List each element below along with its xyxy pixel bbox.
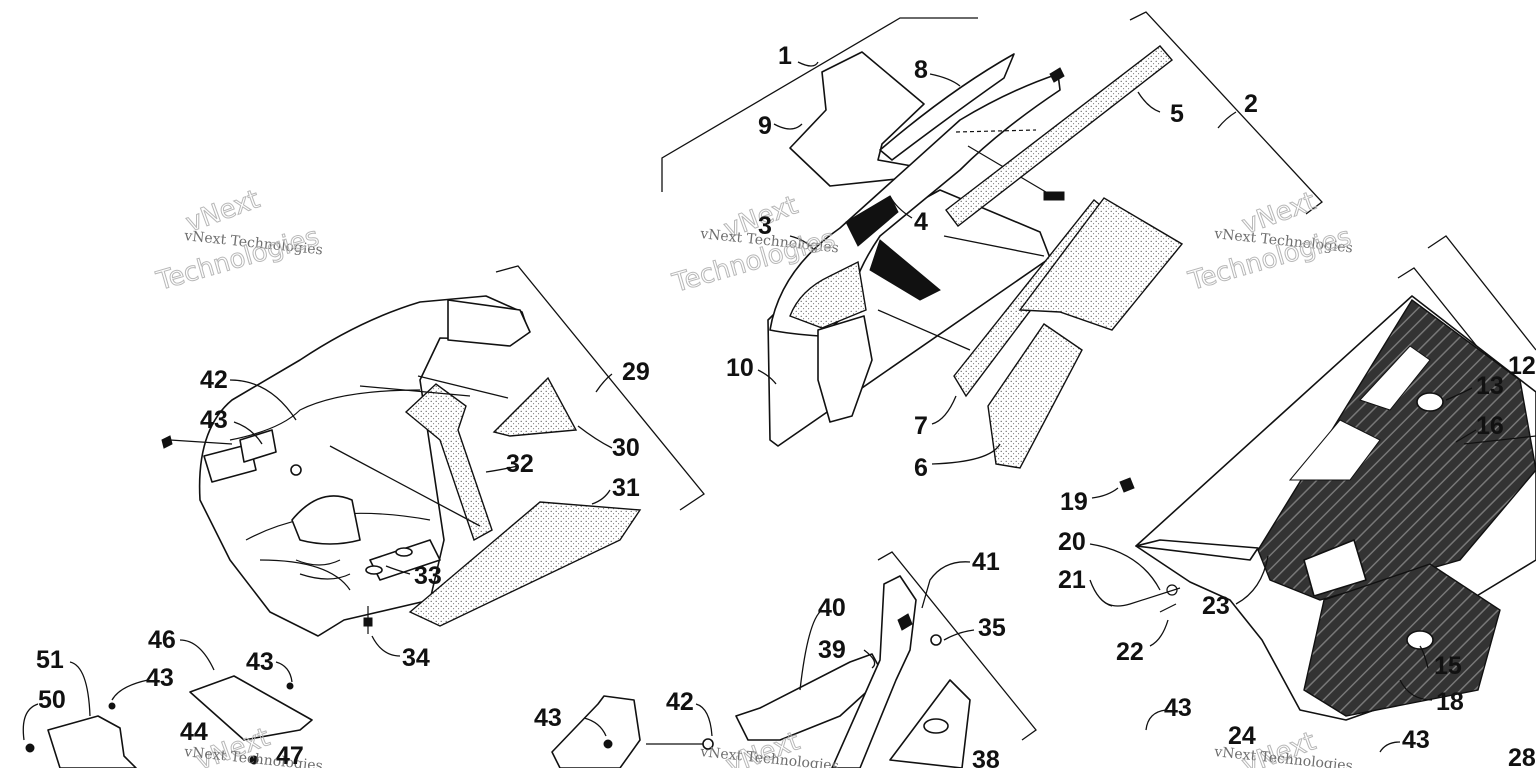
callout-13: 13: [1476, 372, 1504, 400]
hood-assembly: [767, 45, 1184, 469]
callout-8: 8: [914, 56, 928, 84]
callout-32: 32: [506, 450, 534, 478]
callout-1: 1: [778, 42, 792, 70]
callout-46: 46: [148, 626, 176, 654]
side-panel-assembly: [1099, 295, 1536, 721]
callout-24: 24: [1228, 722, 1256, 750]
callout-31: 31: [612, 474, 640, 502]
callout-5: 5: [1170, 100, 1184, 128]
callout-41: 41: [972, 548, 1000, 576]
leader-lines: [22, 61, 1536, 753]
callout-29: 29: [622, 358, 650, 386]
callout-20: 20: [1058, 528, 1086, 556]
callout-23: 23: [1202, 592, 1230, 620]
callout-40: 40: [818, 594, 846, 622]
bracket-lines: [495, 11, 1536, 741]
callout-4: 4: [914, 208, 928, 236]
callout-28-right: 28: [1508, 744, 1536, 768]
callout-9: 9: [758, 112, 772, 140]
callout-6: 6: [914, 454, 928, 482]
callout-50: 50: [38, 686, 66, 714]
callout-43-lower-left: 43: [146, 664, 174, 692]
callout-16: 16: [1476, 412, 1504, 440]
callout-38: 38: [972, 746, 1000, 768]
callout-19: 19: [1060, 488, 1088, 516]
callout-30: 30: [612, 434, 640, 462]
inner-panel-assembly: [161, 295, 642, 637]
callout-43-right: 43: [1164, 694, 1192, 722]
callout-22: 22: [1116, 638, 1144, 666]
callout-35: 35: [978, 614, 1006, 642]
callout-3: 3: [758, 212, 772, 240]
callout-42-bottom: 42: [666, 688, 694, 716]
callout-12: 12: [1508, 352, 1536, 380]
callout-51: 51: [36, 646, 64, 674]
callout-43-left: 43: [200, 406, 228, 434]
callout-39: 39: [818, 636, 846, 664]
callout-34: 34: [402, 644, 430, 672]
callout-43-far-right: 43: [1402, 726, 1430, 754]
callout-43-mid-left: 43: [246, 648, 274, 676]
callout-2: 2: [1244, 90, 1258, 118]
callout-33: 33: [414, 562, 442, 590]
callout-42-left: 42: [200, 366, 228, 394]
callout-10: 10: [726, 354, 754, 382]
lower-bracket-assembly: [551, 575, 971, 768]
callout-43-bottom: 43: [534, 704, 562, 732]
callout-18: 18: [1436, 688, 1464, 716]
callout-44: 44: [180, 718, 208, 746]
callout-15: 15: [1434, 652, 1462, 680]
callout-labels: 1 2 3 4 5 6 7 8 9 10 12 13 15 16 18 19 2…: [36, 42, 1536, 768]
callout-21: 21: [1058, 566, 1086, 594]
lower-left-panels: [25, 675, 313, 768]
callout-7: 7: [914, 412, 928, 440]
callout-47: 47: [276, 742, 304, 768]
